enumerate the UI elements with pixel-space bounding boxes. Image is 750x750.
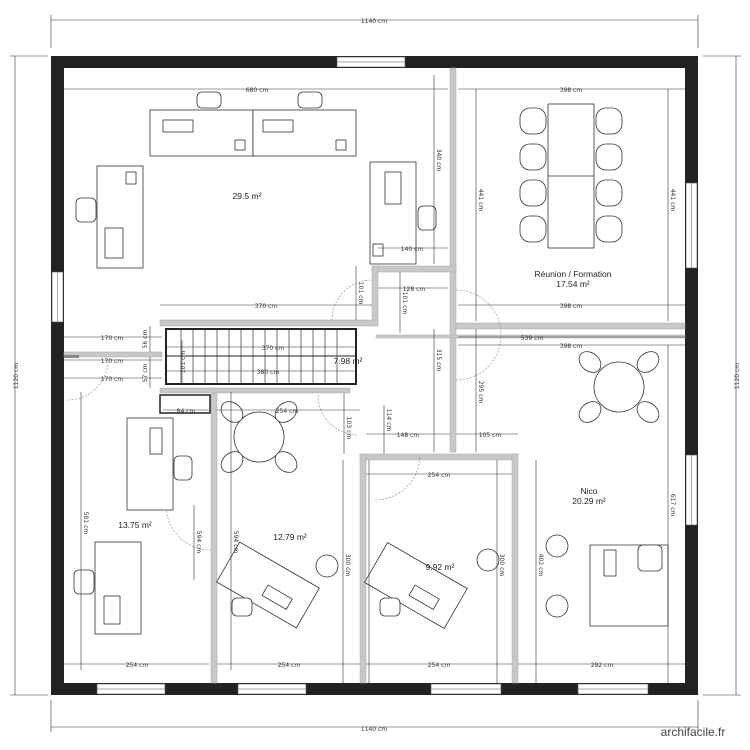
dim-total-bottom: 1140 cm	[361, 726, 387, 733]
room-nico-area: 20.29 m²	[572, 496, 606, 506]
dimension-labels: 680 cm 398 cm 340 cm 441 cm 441 cm 140 c…	[82, 87, 676, 669]
dim-stair-h3: 57 cm	[142, 364, 149, 383]
dim-h-114: 114 cm	[385, 409, 392, 432]
dim-bot-254-c: 254 cm	[428, 662, 451, 669]
dim-meeting-width: 398 cm	[560, 87, 583, 94]
room-meeting-name: Réunion / Formation	[534, 269, 611, 279]
room-labels: 29.5 m² Réunion / Formation 17.54 m² 7.9…	[118, 191, 612, 572]
dim-total-left: 1120 cm	[13, 363, 20, 389]
dim-h-617: 617 cm	[669, 494, 676, 517]
dim-nook-w: 140 cm	[401, 246, 424, 253]
watermark: archifacile.fr	[661, 725, 726, 739]
dim-bot-292: 292 cm	[591, 662, 614, 669]
interior-dimension-lines	[64, 75, 685, 683]
dim-w-84: 84 cm	[177, 408, 196, 415]
dim-w-105: 105 cm	[479, 432, 502, 439]
staircase	[64, 328, 357, 414]
dim-w-254-mid: 254 cm	[276, 408, 299, 415]
dim-left-170-b: 170 cm	[101, 358, 124, 365]
outer-dimensions: 1140 cm 1140 cm 1120 cm 1120 cm	[10, 15, 741, 733]
room-office-small-area: 9.92 m²	[426, 562, 455, 572]
room-stair-hall-area: 7.98 m²	[334, 356, 363, 366]
dim-bot-254-a: 254 cm	[126, 662, 149, 669]
dim-h-594-b: 594 cm	[232, 531, 239, 554]
dim-h-103: 103 cm	[345, 417, 352, 440]
room-nico-name: Nico	[580, 486, 597, 496]
dim-hall-w: 539 cm	[521, 335, 544, 342]
dim-total-right: 1120 cm	[734, 363, 741, 389]
room-office-main-area: 29.5 m²	[233, 191, 262, 201]
dim-col-295: 295 cm	[477, 381, 484, 404]
dim-stair-h2: 101 cm	[180, 351, 187, 374]
dim-office-width: 680 cm	[246, 87, 269, 94]
dim-h-300-a: 300 cm	[344, 554, 351, 577]
room-office-mid-area: 12.79 m²	[273, 532, 307, 542]
dim-nook-w2: 128 cm	[403, 286, 426, 293]
dim-meeting-height-l: 441 cm	[477, 189, 484, 212]
dim-meeting-bottom-w: 398 cm	[560, 303, 583, 310]
dim-bot-254-b: 254 cm	[278, 662, 301, 669]
dim-left-170-c: 170 cm	[101, 376, 124, 383]
dim-h-594-a: 594 cm	[195, 531, 202, 554]
exterior-walls	[51, 56, 698, 695]
dim-w-148: 148 cm	[397, 432, 420, 439]
dim-stair-mid-w: 370 cm	[262, 345, 285, 352]
dim-stair-h1: 56 cm	[142, 330, 149, 349]
dim-stair-top-w: 370 cm	[255, 303, 278, 310]
dim-office-col-h: 340 cm	[435, 149, 442, 172]
dim-meeting-height-r: 441 cm	[669, 189, 676, 212]
furniture	[73, 91, 669, 635]
doors	[67, 279, 502, 551]
dim-nook-h1: 101 cm	[357, 282, 364, 305]
dim-total-top: 1140 cm	[361, 18, 387, 25]
dim-h-402: 402 cm	[537, 554, 544, 577]
dim-nook-h2: 101 cm	[401, 292, 408, 315]
dim-h-300-b: 300 cm	[498, 554, 505, 577]
dim-w-254-small: 254 cm	[428, 472, 451, 479]
dim-col-315: 315 cm	[435, 349, 442, 372]
interior-walls	[63, 67, 686, 684]
dim-left-170-a: 170 cm	[101, 335, 124, 342]
dim-h-581: 581 cm	[82, 512, 89, 535]
dim-nico-top-w: 398 cm	[560, 343, 583, 350]
room-office-left-area: 13.75 m²	[118, 520, 152, 530]
room-meeting-area: 17.54 m²	[556, 279, 590, 289]
dim-stair-low-w: 380 cm	[257, 369, 280, 376]
